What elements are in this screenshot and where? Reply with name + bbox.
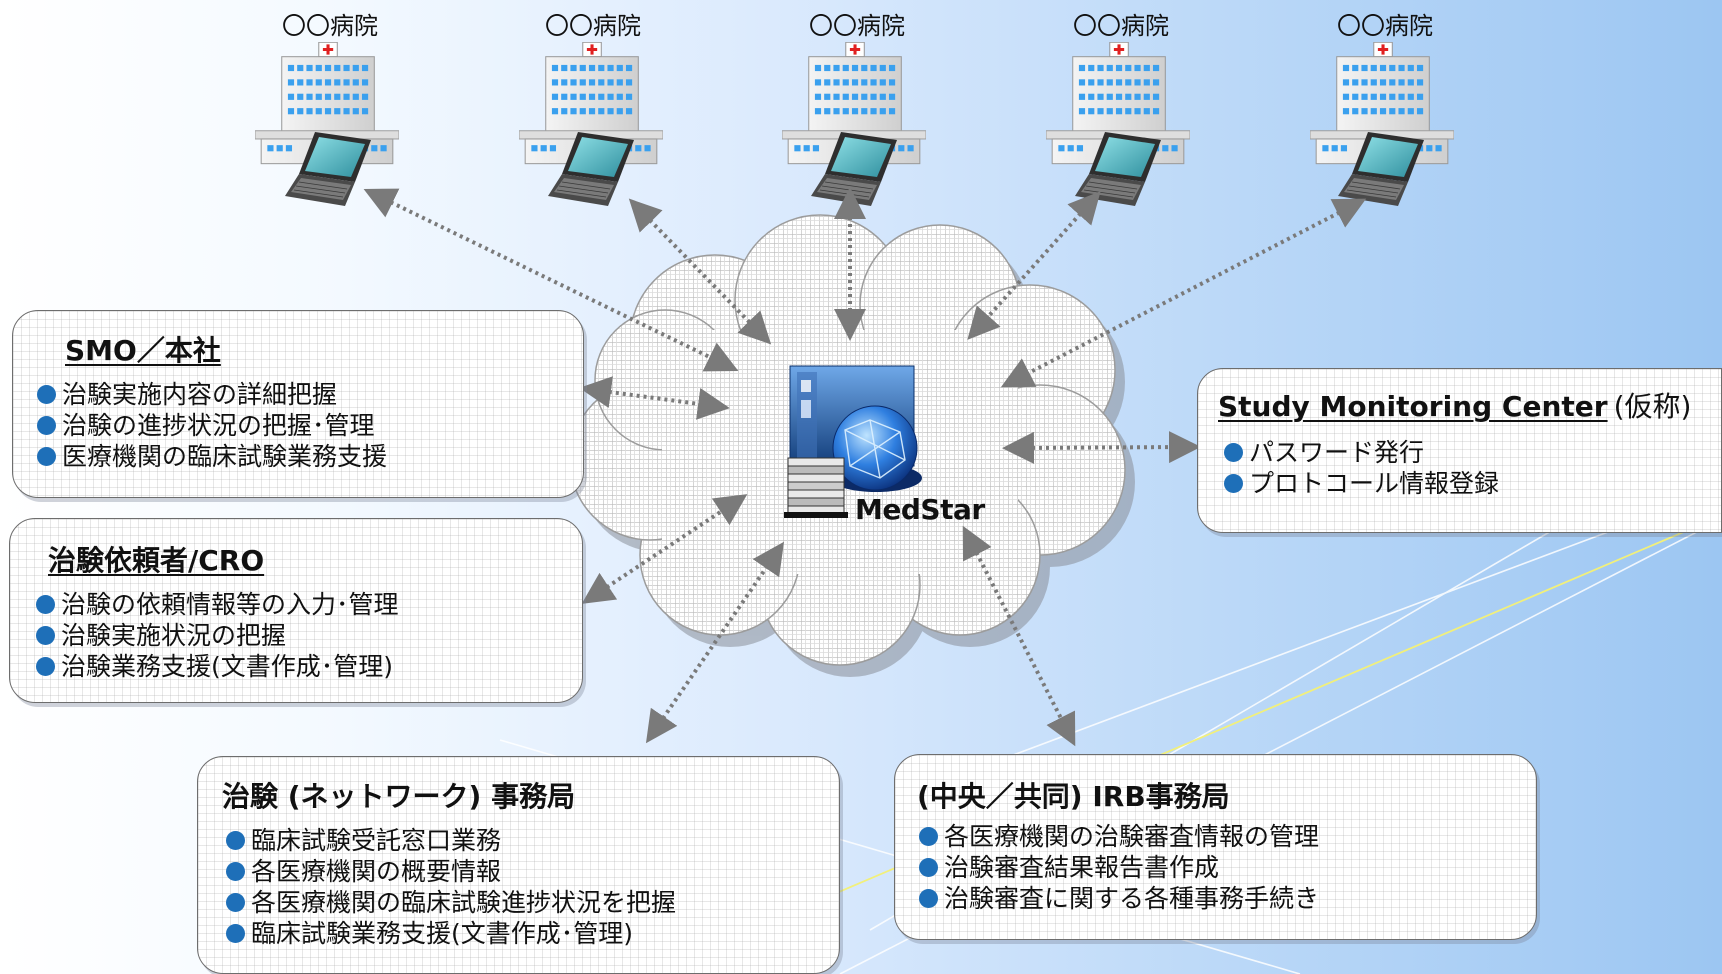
smo-title: SMO／本社 xyxy=(65,334,221,367)
irb-office-items: 各医療機関の治験審査情報の管理 治験審査結果報告書作成 治験審査に関する各種事務… xyxy=(919,821,1319,914)
irb-office-panel: (中央／共同) IRB事務局 各医療機関の治験審査情報の管理 治験審査結果報告書… xyxy=(894,754,1537,940)
list-item: プロトコール情報登録 xyxy=(1224,468,1499,499)
sponsor-items: 治験の依頼情報等の入力･管理 治験実施状況の把握 治験業務支援(文書作成･管理) xyxy=(36,589,399,682)
bullet-icon xyxy=(919,827,938,846)
smo-panel: SMO／本社 治験実施内容の詳細把握 治験の進捗状況の把握･管理 医療機関の臨床… xyxy=(12,310,584,498)
list-item: 治験審査に関する各種事務手続き xyxy=(919,883,1319,914)
monitoring-title-suffix: (仮称) xyxy=(1613,390,1692,423)
list-item: 治験業務支援(文書作成･管理) xyxy=(36,651,399,682)
list-item: 治験実施状況の把握 xyxy=(36,620,399,651)
monitoring-title: Study Monitoring Center(仮称) xyxy=(1218,385,1691,425)
network-office-title: 治験 (ネットワーク) 事務局 xyxy=(222,780,576,813)
list-item: 治験実施内容の詳細把握 xyxy=(37,379,387,410)
hospital-label: 〇〇病院 xyxy=(809,12,905,40)
bullet-icon xyxy=(1224,443,1243,462)
list-item: 各医療機関の治験審査情報の管理 xyxy=(919,821,1319,852)
bullet-icon xyxy=(919,889,938,908)
list-item: パスワード発行 xyxy=(1224,437,1499,468)
list-item: 各医療機関の概要情報 xyxy=(226,856,676,887)
list-item: 臨床試験業務支援(文書作成･管理) xyxy=(226,918,676,949)
list-item: 治験審査結果報告書作成 xyxy=(919,852,1319,883)
list-item: 医療機関の臨床試験業務支援 xyxy=(37,441,387,472)
hospital-label: 〇〇病院 xyxy=(282,12,378,40)
hospital-label: 〇〇病院 xyxy=(1073,12,1169,40)
bullet-icon xyxy=(37,416,56,435)
monitoring-title-main: Study Monitoring Center xyxy=(1218,390,1608,423)
bullet-icon xyxy=(226,893,245,912)
bullet-icon xyxy=(36,626,55,645)
bullet-icon xyxy=(36,595,55,614)
medstar-server-icon xyxy=(784,365,922,518)
list-item: 各医療機関の臨床試験進捗状況を把握 xyxy=(226,887,676,918)
network-office-panel: 治験 (ネットワーク) 事務局 臨床試験受託窓口業務 各医療機関の概要情報 各医… xyxy=(197,756,840,974)
bullet-icon xyxy=(36,657,55,676)
list-item: 臨床試験受託窓口業務 xyxy=(226,825,676,856)
monitoring-center-panel: Study Monitoring Center(仮称) パスワード発行 プロトコ… xyxy=(1197,368,1722,533)
irb-office-title: (中央／共同) IRB事務局 xyxy=(917,780,1230,813)
bullet-icon xyxy=(1224,474,1243,493)
bullet-icon xyxy=(226,924,245,943)
bullet-icon xyxy=(919,858,938,877)
medstar-label: MedStar xyxy=(855,493,985,526)
hospital-label: 〇〇病院 xyxy=(545,12,641,40)
bullet-icon xyxy=(226,862,245,881)
connection-arrows xyxy=(363,187,1367,747)
monitoring-items: パスワード発行 プロトコール情報登録 xyxy=(1224,437,1499,499)
bullet-icon xyxy=(226,831,245,850)
smo-items: 治験実施内容の詳細把握 治験の進捗状況の把握･管理 医療機関の臨床試験業務支援 xyxy=(37,379,387,472)
network-office-items: 臨床試験受託窓口業務 各医療機関の概要情報 各医療機関の臨床試験進捗状況を把握 … xyxy=(226,825,676,949)
bullet-icon xyxy=(37,447,56,466)
hospital-laptops xyxy=(285,131,1425,207)
hospital-label: 〇〇病院 xyxy=(1337,12,1433,40)
list-item: 治験の進捗状況の把握･管理 xyxy=(37,410,387,441)
bullet-icon xyxy=(37,385,56,404)
list-item: 治験の依頼情報等の入力･管理 xyxy=(36,589,399,620)
sponsor-title: 治験依頼者/CRO xyxy=(48,544,265,577)
sponsor-panel: 治験依頼者/CRO 治験の依頼情報等の入力･管理 治験実施状況の把握 治験業務支… xyxy=(9,518,583,703)
